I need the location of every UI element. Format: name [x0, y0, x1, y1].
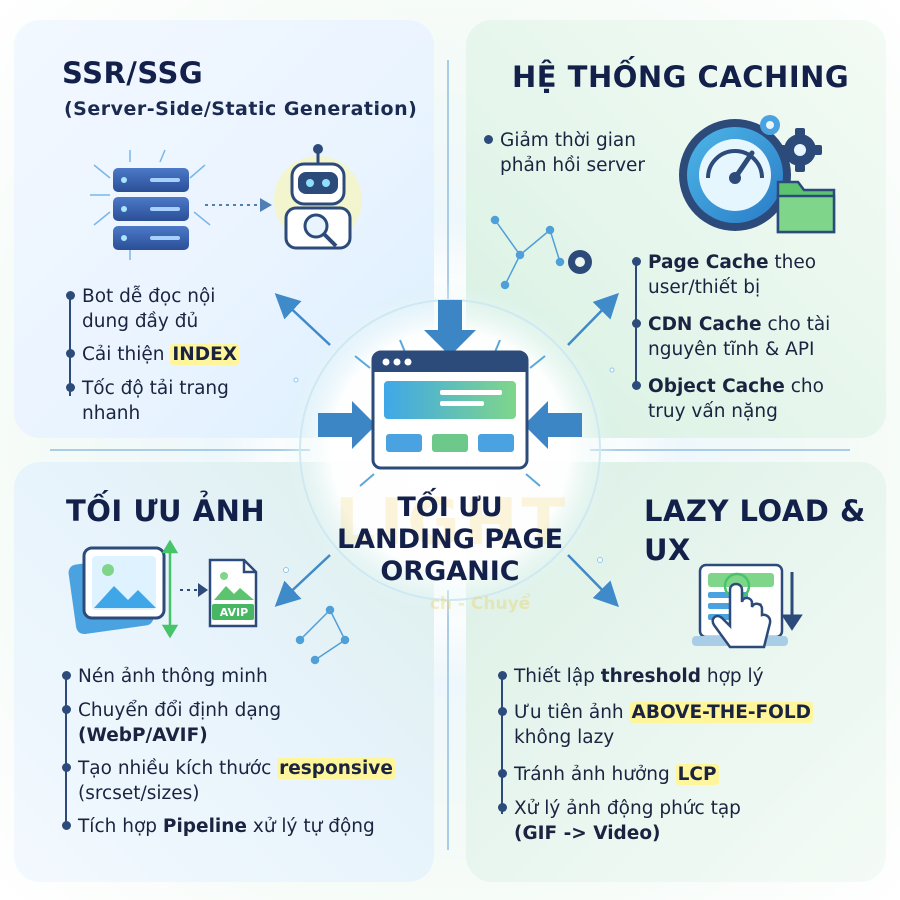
- divider-horizontal-right: [590, 449, 850, 451]
- lazy-title-line-2: UX: [644, 533, 691, 567]
- divider-horizontal-left: [50, 449, 310, 451]
- caching-bullet-3: Object Cache cho truy vấn nặng: [632, 374, 824, 424]
- lazy-bullet-2: Ưu tiên ảnh ABOVE-THE-FOLD không lazy: [498, 700, 814, 750]
- sparkles: [283, 367, 615, 573]
- speedometer-icon: [679, 119, 791, 231]
- lazy-bullet-3: Tránh ảnh hưởng LCP: [498, 762, 719, 787]
- image-bullet-4: Tích hợp Pipeline xử lý tự động: [62, 814, 375, 839]
- avip-label: AVIP: [219, 606, 249, 619]
- lazy-bullet-4: Xử lý ảnh động phức tạp (GIF -> Video): [498, 796, 741, 846]
- image-title: TỐI ƯU ẢNH: [66, 494, 266, 528]
- browser-window-icon: [371, 350, 529, 470]
- ray-lines: [354, 339, 546, 487]
- divider-vertical-bottom: [447, 590, 449, 850]
- caching-bullet-2: CDN Cache cho tài nguyên tĩnh & API: [632, 312, 830, 362]
- center-title: TỐI ƯU LANDING PAGE ORGANIC: [300, 492, 600, 588]
- gear-small-icon: [568, 250, 592, 274]
- ssr-title: SSR/SSG: [62, 56, 204, 90]
- size-arrow: [161, 539, 179, 639]
- gear-icon: [760, 115, 822, 172]
- ssr-bullet-2: Cải thiện INDEX: [66, 342, 240, 367]
- network-nodes-icon: [490, 215, 565, 290]
- caching-intro-item: Giảm thời gian phản hồi server: [484, 128, 645, 178]
- watermark-subtext: ch - Chuyể: [429, 594, 531, 614]
- avip-file-icon: [208, 558, 258, 628]
- image-bullet-3: Tạo nhiều kích thước responsive (srcset/…: [62, 756, 395, 806]
- converging-arrows: [318, 300, 582, 449]
- ssr-subtitle: (Server-Side/Static Generation): [64, 98, 418, 120]
- image-bullet-2: Chuyển đổi định dạng (WebP/AVIF): [62, 698, 281, 748]
- image-file-icon: [68, 546, 166, 635]
- ssr-bullet-3: Tốc độ tải trang nhanh: [66, 376, 229, 426]
- scroll-down-arrow: [781, 572, 803, 631]
- lazy-title-line-1: LAZY LOAD &: [644, 494, 866, 528]
- server-stack-icon: [90, 149, 211, 260]
- watermark-logo-text: LIGHT: [334, 486, 570, 560]
- image-bullet-1: Nén ảnh thông minh: [62, 664, 268, 689]
- center-title-line-2: LANDING PAGE: [336, 524, 564, 555]
- caching-bullet-1: Page Cache theo user/thiết bị: [632, 250, 816, 300]
- radiating-arrows: [274, 292, 619, 608]
- robot-magnifier-icon: [274, 144, 362, 250]
- folder-icon: [776, 180, 836, 234]
- center-title-line-1: TỐI ƯU: [397, 492, 503, 523]
- ssr-bullet-1: Bot dễ đọc nội dung đầy đủ: [66, 284, 215, 334]
- center-title-line-3: ORGANIC: [380, 556, 520, 587]
- network-nodes-left-icon: [295, 605, 350, 665]
- lazy-bullet-1: Thiết lập threshold hợp lý: [498, 664, 764, 689]
- caching-title: HỆ THỐNG CACHING: [512, 60, 850, 94]
- divider-vertical-top: [447, 60, 449, 320]
- finger-tap-icon: [711, 572, 772, 649]
